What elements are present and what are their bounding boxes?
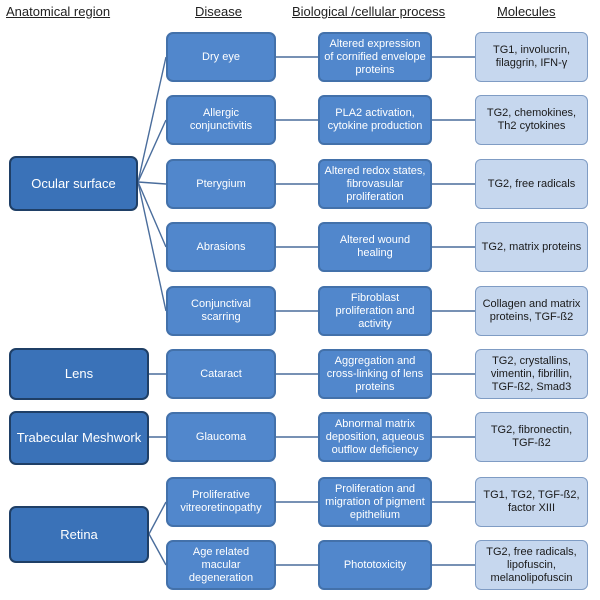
process-redox-states: Altered redox states, fibrovasular proli… bbox=[318, 159, 432, 209]
molecules-dry-eye: TG1, involucrin, filaggrin, IFN-γ bbox=[475, 32, 588, 82]
connector-ocular-scarring bbox=[137, 181, 167, 312]
disease-glaucoma: Glaucoma bbox=[166, 412, 276, 462]
molecules-conjunctival-scarring: Collagen and matrix proteins, TGF-ß2 bbox=[475, 286, 588, 336]
disease-pterygium: Pterygium bbox=[166, 159, 276, 209]
process-fibroblast-proliferation: Fibroblast proliferation and activity bbox=[318, 286, 432, 336]
molecules-proliferative-vitreoretinopathy: TG1, TG2, TGF-ß2, factor XIII bbox=[475, 477, 588, 527]
process-lens-protein-aggregation: Aggregation and cross-linking of lens pr… bbox=[318, 349, 432, 399]
molecules-cataract: TG2, crystallins, vimentin, fibrillin, T… bbox=[475, 349, 588, 399]
connector-ocular-allergic bbox=[137, 119, 167, 183]
disease-cataract: Cataract bbox=[166, 349, 276, 399]
molecules-allergic-conjunctivitis: TG2, chemokines, Th2 cytokines bbox=[475, 95, 588, 145]
region-trabecular-meshwork: Trabecular Meshwork bbox=[9, 411, 149, 465]
process-phototoxicity: Phototoxicity bbox=[318, 540, 432, 590]
header-disease: Disease bbox=[195, 4, 242, 19]
header-biological-process: Biological /cellular process bbox=[292, 4, 446, 19]
molecules-pterygium: TG2, free radicals bbox=[475, 159, 588, 209]
region-lens: Lens bbox=[9, 348, 149, 400]
process-cornified-envelope: Altered expression of cornified envelope… bbox=[318, 32, 432, 82]
disease-conjunctival-scarring: Conjunctival scarring bbox=[166, 286, 276, 336]
process-matrix-deposition: Abnormal matrix deposition, aqueous outf… bbox=[318, 412, 432, 462]
connector-ocular-dry-eye bbox=[137, 56, 167, 183]
connector-ocular-pterygium bbox=[137, 181, 167, 185]
connector-ocular-abrasions bbox=[137, 181, 167, 248]
process-pla2-activation: PLA2 activation, cytokine production bbox=[318, 95, 432, 145]
disease-allergic-conjunctivitis: Allergic conjunctivitis bbox=[166, 95, 276, 145]
molecules-age-related-macular-degeneration: TG2, free radicals, lipofuscin, melanoli… bbox=[475, 540, 588, 590]
header-molecules: Molecules bbox=[497, 4, 556, 19]
disease-dry-eye: Dry eye bbox=[166, 32, 276, 82]
process-wound-healing: Altered wound healing bbox=[318, 222, 432, 272]
header-anatomical-region: Anatomical region bbox=[6, 4, 111, 19]
region-ocular-surface: Ocular surface bbox=[9, 156, 138, 211]
region-retina: Retina bbox=[9, 506, 149, 563]
process-pigment-epithelium-migration: Proliferation and migration of pigment e… bbox=[318, 477, 432, 527]
molecules-glaucoma: TG2, fibronectin, TGF-ß2 bbox=[475, 412, 588, 462]
disease-abrasions: Abrasions bbox=[166, 222, 276, 272]
connector-retina-pvr bbox=[148, 501, 167, 535]
connector-retina-amd bbox=[148, 533, 167, 566]
disease-proliferative-vitreoretinopathy: Proliferative vitreoretinopathy bbox=[166, 477, 276, 527]
disease-age-related-macular-degeneration: Age related macular degeneration bbox=[166, 540, 276, 590]
molecules-abrasions: TG2, matrix proteins bbox=[475, 222, 588, 272]
